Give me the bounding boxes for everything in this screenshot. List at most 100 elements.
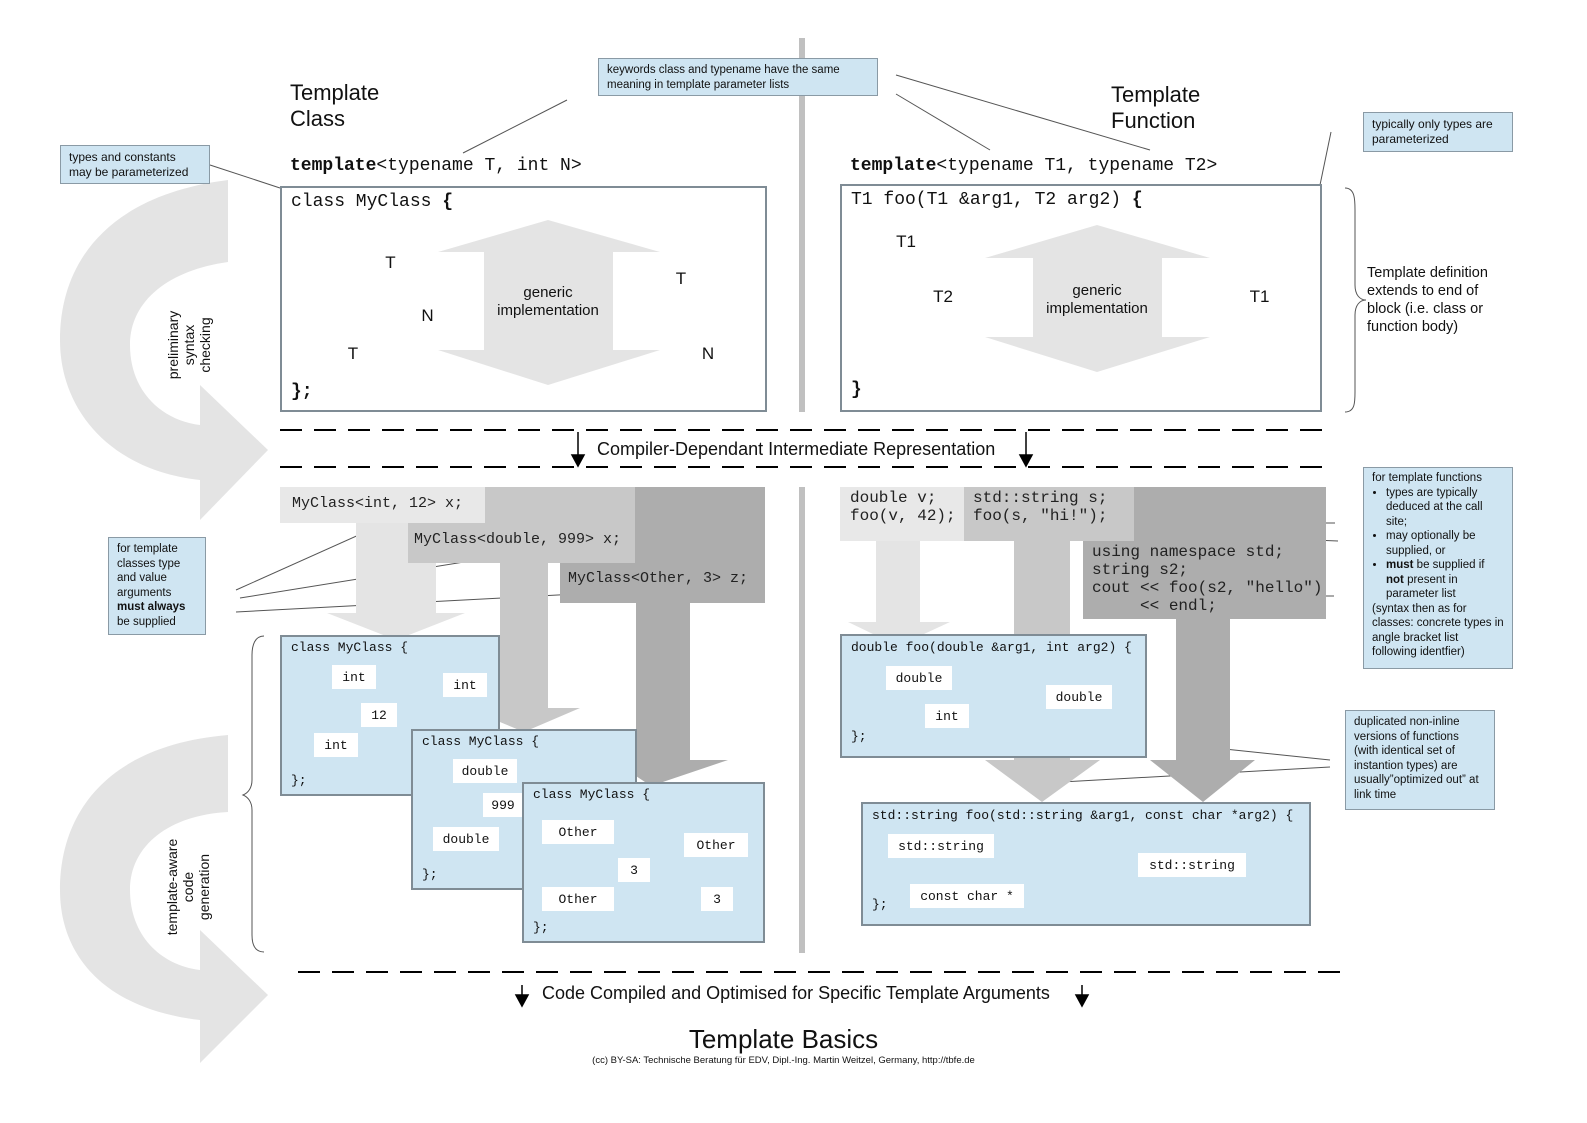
func-use-c-bg-b [1083, 541, 1326, 619]
func-instance-1-close: }; [851, 729, 867, 744]
class-instance-2-arg-2: 999 [483, 793, 523, 817]
func-arrow-dark [1150, 619, 1255, 802]
template-function-heading: Template Function [1111, 82, 1201, 133]
func-use-b-bg [964, 487, 1134, 541]
template-aware-curved-arrow [60, 735, 268, 1063]
class-args-bold: must always [117, 601, 186, 613]
class-use-2-bg [485, 487, 635, 523]
func-use-b: std::string s; foo(s, "hi!"); [973, 489, 1108, 525]
phase-compiled: Code Compiled and Optimised for Specific… [542, 983, 1050, 1003]
duplicated-note: duplicated non-inline versions of functi… [1345, 710, 1495, 810]
class-param-t-1: T [363, 244, 418, 282]
only-types-note: typically only types are parameterized [1363, 112, 1513, 152]
func-param-t1-2: T1 [1232, 278, 1287, 315]
class-close: }; [291, 382, 313, 402]
class-instance-3-arg-1: Other [542, 820, 614, 844]
class-instance-3-close: }; [533, 920, 549, 935]
class-header-text: class MyClass [291, 192, 443, 212]
class-instance-2-header: class MyClass { [422, 734, 540, 749]
phase-arrows [514, 432, 1090, 1008]
class-param-t-2: T [325, 335, 381, 372]
func-param-t1-1: T1 [878, 223, 934, 260]
class-use-3-bg [635, 487, 765, 563]
template-aware-label: template-aware code generation [164, 838, 212, 936]
fn-item3-not: not [1386, 573, 1404, 586]
class-instance-1-arg-3: 12 [361, 703, 397, 727]
class-instance-3-arg-5: 3 [701, 887, 733, 911]
class-instance-3: class MyClass { }; Other Other 3 Other 3 [522, 782, 765, 943]
func-param-t2: T2 [915, 278, 971, 316]
class-header: class MyClass { [291, 192, 453, 212]
class-instance-2-arg-3: double [433, 827, 499, 851]
class-instance-1-arg-4: int [314, 733, 358, 757]
class-instance-2-arg-1: double [453, 759, 517, 783]
func-definition-box [840, 184, 1322, 412]
types-constants-note: types and constants may be parameterized [60, 145, 210, 184]
class-instance-1-arg-1: int [332, 665, 376, 689]
fn-item-1: types are typically deduced at the call … [1386, 486, 1504, 530]
func-use-c: using namespace std; string s2; cout << … [1092, 543, 1323, 615]
center-divider-bottom [799, 487, 805, 953]
class-instance-1: class MyClass { }; int int 12 int [280, 635, 500, 796]
class-definition-box [280, 186, 767, 412]
func-template-line: template<typename T1, typename T2> [850, 156, 1217, 176]
class-instance-3-header: class MyClass { [533, 787, 651, 802]
fn-item3-post: present in parameter list [1386, 573, 1458, 601]
class-instance-3-arg-4: Other [542, 887, 614, 911]
fn-outro: (syntax then as for classes: concrete ty… [1372, 602, 1504, 659]
keywords-note: keywords class and typename have the sam… [598, 58, 878, 96]
class-template-line: template<typename T, int N> [290, 156, 582, 176]
class-instance-2-close: }; [422, 867, 438, 882]
left-brace [241, 635, 265, 953]
footer-credit: (cc) BY-SA: Technische Beratung für EDV,… [592, 1055, 975, 1066]
func-header-brace: { [1131, 190, 1143, 210]
template-class-heading: Template Class [290, 80, 380, 131]
class-arrow-dark [612, 603, 728, 786]
class-instance-1-header: class MyClass { [291, 640, 409, 655]
func-instance-2-arg-1: std::string [888, 834, 994, 858]
class-instance-1-arg-2: int [443, 673, 487, 697]
func-use-a: double v; foo(v, 42); [850, 489, 956, 525]
right-brace [1344, 187, 1367, 413]
class-generic-label: generic implementation [497, 284, 599, 319]
func-instance-2-header: std::string foo(std::string &arg1, const… [872, 808, 1294, 823]
func-header-text: T1 foo(T1 &arg1, T2 arg2) [851, 190, 1132, 210]
func-template-params: <typename T1, typename T2> [936, 156, 1218, 176]
class-param-n-1: N [399, 297, 456, 335]
func-template-keyword: template [850, 156, 937, 176]
func-close: } [851, 380, 862, 400]
preliminary-label: preliminary syntax checking [165, 310, 213, 380]
class-use-2: MyClass<double, 999> x; [414, 531, 622, 548]
class-use-1-bg [280, 487, 485, 523]
class-generic-arrow [438, 220, 660, 385]
fn-item-3: must be supplied if not present in param… [1386, 558, 1504, 602]
func-instance-1-header: double foo(double &arg1, int arg2) { [851, 640, 1132, 655]
footer-title: Template Basics [688, 1024, 879, 1054]
phase-intermediate: Compiler-Dependant Intermediate Represen… [597, 439, 996, 459]
func-generic-label: generic implementation [1046, 282, 1148, 317]
func-instance-2: std::string foo(std::string &arg1, const… [861, 802, 1311, 926]
func-use-c-bg [1134, 487, 1326, 541]
class-use-1: MyClass<int, 12> x; [292, 495, 464, 512]
class-use-2-bg-b [408, 523, 635, 563]
class-instance-1-close: }; [291, 773, 307, 788]
func-instance-1-arg-2: double [1046, 685, 1112, 709]
func-instance-1-arg-3: int [925, 704, 969, 728]
fn-intro: for template functions [1372, 472, 1482, 484]
class-header-brace: { [442, 192, 454, 212]
class-arrow-mid [466, 563, 580, 732]
fn-item-2: may optionally be supplied, or [1386, 529, 1504, 558]
class-args-note: for template classes type and value argu… [108, 537, 206, 635]
template-definition-note: Template definition extends to end of bl… [1367, 265, 1488, 335]
func-use-a-bg [840, 487, 964, 541]
func-arrow-light [848, 541, 950, 646]
class-param-t-3: T [653, 260, 709, 298]
class-template-keyword: template [290, 156, 377, 176]
center-divider-top [799, 38, 805, 412]
func-instance-2-close: }; [872, 897, 888, 912]
class-use-3-bg-b [560, 563, 765, 603]
preliminary-curved-arrow [60, 180, 268, 520]
class-args-pre: for template classes type and value argu… [117, 543, 181, 599]
function-args-note: for template functions types are typical… [1363, 467, 1513, 669]
